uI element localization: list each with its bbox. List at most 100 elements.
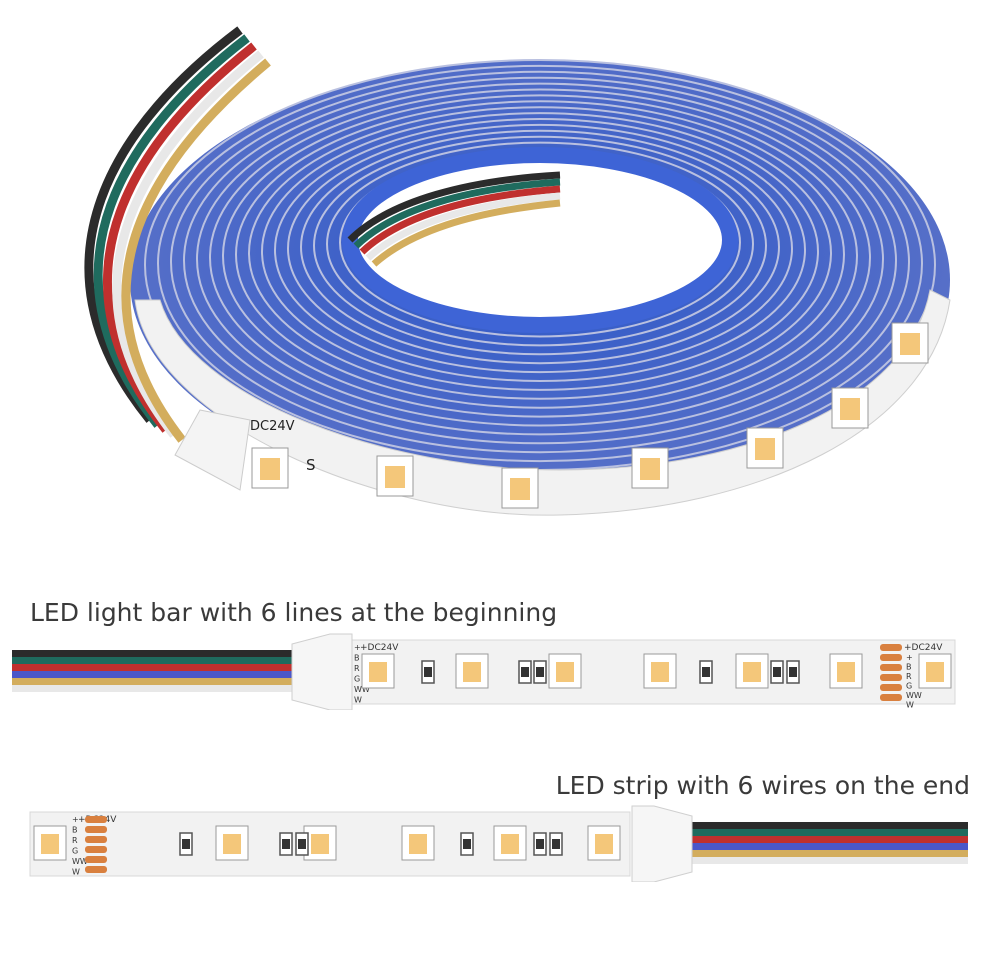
pad-label: B bbox=[906, 663, 912, 672]
resistor-icon bbox=[298, 839, 306, 849]
led-chip-icon bbox=[260, 458, 280, 480]
led-chip-icon bbox=[840, 398, 860, 420]
coil-ring bbox=[300, 129, 780, 365]
copper-pad-icon bbox=[880, 644, 902, 651]
coil-ring bbox=[170, 70, 910, 454]
resistor-icon bbox=[463, 839, 471, 849]
wire-bundle-icon bbox=[12, 657, 300, 664]
led-chip-icon bbox=[651, 662, 669, 682]
copper-pad-icon bbox=[85, 856, 107, 863]
wire-bundle-icon bbox=[690, 829, 968, 836]
led-chip-icon bbox=[369, 662, 387, 682]
wire-bundle-icon bbox=[690, 843, 968, 850]
led-chip-icon bbox=[41, 834, 59, 854]
coil-ring bbox=[222, 94, 858, 418]
pad-label: W bbox=[906, 701, 914, 710]
led-chip-icon bbox=[251, 447, 289, 489]
coil-ring bbox=[157, 64, 923, 463]
coil-ring bbox=[261, 112, 819, 391]
pad-label: W bbox=[354, 696, 362, 705]
resistor-icon bbox=[773, 667, 781, 677]
outer-wire-bundle-icon bbox=[84, 26, 271, 491]
copper-pad-icon bbox=[85, 846, 107, 853]
wire-bundle-icon bbox=[12, 685, 300, 692]
led-chip-icon bbox=[743, 662, 761, 682]
led-chip-icon bbox=[556, 662, 574, 682]
pad-label: W bbox=[72, 868, 80, 877]
coil-ring bbox=[326, 141, 754, 347]
resistor-icon bbox=[789, 667, 797, 677]
wire-bundle-icon bbox=[690, 836, 968, 843]
led-chip-icon bbox=[385, 466, 405, 488]
led-chip-icon bbox=[409, 834, 427, 854]
front-strip-band bbox=[134, 289, 951, 516]
led-chip-icon bbox=[755, 438, 775, 460]
pad-label: G bbox=[906, 682, 912, 691]
led-chip-icon bbox=[837, 662, 855, 682]
led-chip-icon bbox=[595, 834, 613, 854]
copper-pad-icon bbox=[880, 684, 902, 691]
copper-pad-icon bbox=[85, 836, 107, 843]
reel-voltage-label: DC24V bbox=[250, 419, 295, 434]
reel-series-label: S bbox=[306, 456, 316, 474]
wire-bundle-icon bbox=[690, 822, 968, 829]
resistor-icon bbox=[521, 667, 529, 677]
coil-ring bbox=[196, 82, 884, 436]
coil-ring bbox=[313, 135, 767, 356]
copper-pad-icon bbox=[85, 866, 107, 873]
resistor-icon bbox=[552, 839, 560, 849]
copper-pad-icon bbox=[85, 826, 107, 833]
resistor-icon bbox=[702, 667, 710, 677]
caption-start-wires: LED light bar with 6 lines at the beginn… bbox=[30, 598, 558, 627]
resistor-icon bbox=[536, 667, 544, 677]
led-chip-icon bbox=[361, 653, 395, 689]
pad-label: B bbox=[354, 654, 360, 663]
inner-wire-bundle-icon bbox=[347, 171, 561, 267]
led-chip-icon bbox=[311, 834, 329, 854]
led-chip-icon bbox=[926, 662, 944, 682]
voltage-label: +DC24V bbox=[904, 643, 943, 653]
reel-coils bbox=[130, 59, 950, 500]
led-chip-icon bbox=[510, 478, 530, 500]
pad-label: G bbox=[354, 675, 360, 684]
copper-pad-icon bbox=[880, 654, 902, 661]
resistor-icon bbox=[536, 839, 544, 849]
reel-led-chips bbox=[251, 322, 929, 509]
led-chip-icon bbox=[463, 662, 481, 682]
pad-label: + bbox=[72, 815, 79, 824]
pad-label: R bbox=[72, 836, 78, 845]
copper-pad-icon bbox=[85, 816, 107, 823]
led-chip-icon bbox=[900, 333, 920, 355]
wire-bundle-icon bbox=[12, 671, 300, 678]
wire-bundle-icon bbox=[12, 664, 300, 671]
pad-label: R bbox=[906, 672, 912, 681]
wire-bundle-icon bbox=[12, 678, 300, 685]
copper-pad-icon bbox=[880, 674, 902, 681]
resistor-icon bbox=[282, 839, 290, 849]
pad-label: WW bbox=[354, 685, 370, 694]
wire-bundle-icon bbox=[690, 857, 968, 864]
wire-connector-boot bbox=[291, 633, 353, 710]
caption-end-wires: LED strip with 6 wires on the end bbox=[555, 771, 970, 800]
pad-label: WW bbox=[72, 857, 88, 866]
copper-pad-icon bbox=[880, 664, 902, 671]
wire-connector-boot bbox=[631, 805, 693, 882]
coil-ring bbox=[287, 123, 793, 374]
led-chip-icon bbox=[501, 834, 519, 854]
coil-ring bbox=[248, 106, 832, 400]
pad-label: B bbox=[72, 826, 78, 835]
led-chip-icon bbox=[640, 458, 660, 480]
led-strip-reel-photo: DC24V S bbox=[84, 26, 951, 516]
pad-label: + bbox=[354, 643, 361, 652]
resistor-icon bbox=[182, 839, 190, 849]
copper-pad-icon bbox=[880, 694, 902, 701]
wire-bundle-icon bbox=[690, 850, 968, 857]
pad-label: WW bbox=[906, 691, 922, 700]
pad-label: G bbox=[72, 847, 78, 856]
pad-label: + bbox=[906, 653, 913, 662]
resistor-icon bbox=[424, 667, 432, 677]
coil-ring bbox=[274, 118, 806, 382]
led-chip-icon bbox=[223, 834, 241, 854]
coil-ring bbox=[209, 88, 871, 427]
